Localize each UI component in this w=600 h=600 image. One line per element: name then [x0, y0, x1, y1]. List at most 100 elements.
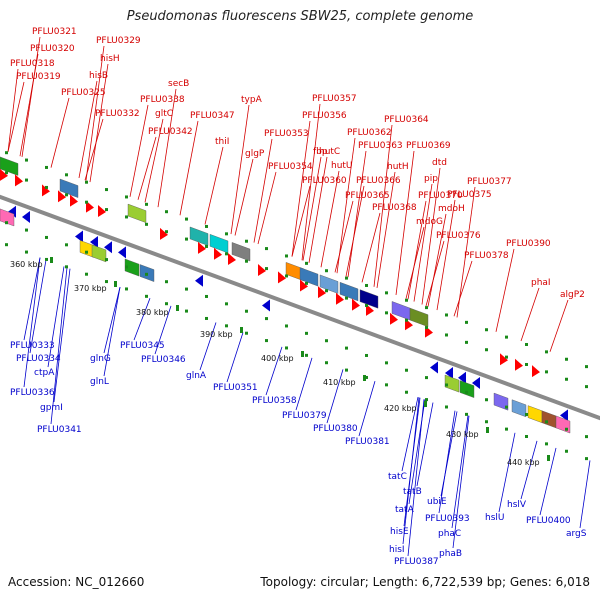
kbp-tick-label: 380 kbp	[136, 308, 169, 317]
track-guide-dot	[425, 306, 428, 310]
track-guide-dot	[465, 412, 468, 416]
reverse-gene-arrow	[195, 274, 203, 287]
forward-gene-arrow	[70, 194, 78, 207]
forward-gene-label: PFLU0376	[436, 231, 481, 241]
forward-gene-label: secB	[168, 79, 189, 89]
forward-gene-arrow	[532, 365, 540, 378]
track-guide-dot	[365, 283, 368, 287]
forward-gene-label: algP2	[560, 290, 585, 300]
forward-leader-line	[302, 156, 322, 261]
reverse-gene-arrow	[472, 376, 480, 389]
reverse-gene-label: tatC	[388, 472, 407, 482]
forward-leader-line	[405, 226, 425, 299]
forward-gene-label: PFLU0342	[148, 127, 193, 137]
forward-gene-label: gltC	[155, 109, 173, 119]
track-guide-dot	[265, 339, 268, 343]
forward-gene-label: PFLU0378	[464, 251, 509, 261]
track-guide-dot	[585, 457, 588, 461]
forward-leader-line	[85, 45, 105, 181]
track-guide-dot	[205, 224, 208, 228]
track-guide-dot	[505, 335, 508, 339]
track-guide-dot	[85, 200, 88, 204]
forward-leader-line	[89, 63, 109, 183]
forward-gene-arrow	[258, 264, 266, 277]
reverse-gene-label: hisE	[390, 527, 409, 537]
track-guide-dot	[525, 342, 528, 346]
forward-leader-line	[427, 213, 447, 307]
track-guide-dot	[165, 302, 168, 306]
track-guide-dot	[145, 294, 148, 298]
track-guide-dot	[265, 317, 268, 321]
forward-leader-line	[308, 156, 328, 263]
accession-text: Accession: NC_012660	[8, 575, 145, 589]
kbp-tick-mark	[363, 375, 366, 381]
forward-gene-label: PFLU0347	[190, 111, 235, 121]
reverse-gene-label: PFLU0336	[10, 388, 55, 398]
forward-leader-line	[129, 104, 149, 197]
track-guide-dot	[145, 202, 148, 206]
track-guide-dot	[545, 420, 548, 424]
forward-leader-line	[7, 81, 25, 152]
track-guide-dot	[85, 250, 88, 254]
reverse-leader-line	[47, 266, 65, 368]
reverse-gene-label: ctpA	[34, 368, 55, 378]
genome-backbone	[0, 194, 600, 421]
reverse-leader-line	[103, 287, 121, 377]
reverse-leader-line	[358, 381, 376, 437]
map-title: Pseudomonas fluorescens SBW25, complete …	[126, 9, 474, 24]
forward-gene-arrow	[198, 241, 206, 254]
reverse-gene-arrow	[458, 371, 466, 384]
track-guide-dot	[485, 398, 488, 402]
forward-leader-line	[520, 287, 540, 342]
reverse-gene-label: phaB	[439, 549, 462, 559]
forward-gene-label: PFLU0360	[302, 176, 347, 186]
track-guide-dot	[145, 222, 148, 226]
track-guide-dot	[5, 221, 8, 225]
track-guide-dot	[25, 158, 28, 162]
forward-leader-line	[179, 120, 199, 216]
forward-gene-label: hisB	[89, 71, 108, 81]
track-guide-dot	[25, 178, 28, 182]
forward-gene-label: PFLU0363	[358, 141, 403, 151]
reverse-gene-label: glnA	[186, 371, 207, 381]
reverse-leader-line	[265, 346, 283, 396]
track-guide-dot	[165, 230, 168, 234]
kbp-tick-mark	[424, 401, 427, 407]
track-guide-dot	[245, 259, 248, 263]
track-guide-dot	[285, 274, 288, 278]
reverse-gene-label: gpmI	[40, 403, 63, 413]
kbp-tick-mark	[240, 327, 243, 333]
track-guide-dot	[305, 281, 308, 285]
label-leader-lines	[7, 36, 591, 557]
reverse-gene-block	[493, 392, 509, 411]
track-guide-dot	[445, 333, 448, 337]
track-guide-dot	[385, 361, 388, 365]
track-guide-dot	[245, 309, 248, 313]
track-guide-dot	[445, 313, 448, 317]
forward-leader-line	[407, 200, 427, 300]
kbp-tick-mark	[486, 427, 489, 433]
track-guide-dot	[245, 239, 248, 243]
kbp-tick-label: 420 kbp	[384, 404, 417, 413]
forward-leader-line	[334, 200, 354, 273]
reverse-leader-line	[133, 298, 151, 341]
forward-gene-label: PFLU0332	[95, 109, 140, 119]
track-guide-dot	[65, 243, 68, 247]
reverse-leader-line	[295, 357, 313, 411]
forward-leader-line	[373, 124, 393, 287]
kbp-tick-mark	[547, 455, 550, 461]
forward-leader-line	[425, 240, 445, 307]
kbp-tick-label: 400 kbp	[261, 354, 294, 363]
forward-gene-label: mdoH	[438, 204, 465, 214]
track-guide-dot	[505, 405, 508, 409]
forward-gene-block	[359, 289, 379, 309]
reverse-leader-line	[579, 460, 591, 529]
forward-gene-label: PFLU0356	[302, 111, 347, 121]
reverse-leader-line	[438, 410, 456, 514]
forward-gene-label: PFLU0362	[347, 128, 392, 138]
forward-leader-line	[395, 150, 415, 295]
genome-stats-text: Topology: circular; Length: 6,722,539 bp…	[260, 575, 590, 589]
track-guide-dot	[305, 261, 308, 265]
reverse-gene-label: tatB	[403, 487, 422, 497]
